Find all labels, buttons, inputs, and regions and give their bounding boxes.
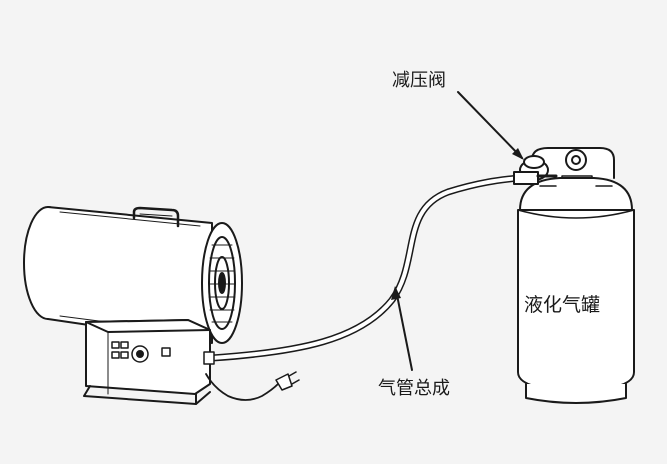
leader-lines: [395, 91, 523, 371]
gas-tank: [517, 147, 635, 404]
tank-label: 液化气罐: [524, 294, 601, 316]
hose-arrow: [391, 286, 401, 300]
valve-arrow: [512, 148, 524, 160]
plug-icon: [275, 373, 293, 391]
gas-hose: [203, 174, 522, 365]
pressure-regulator: [513, 155, 558, 185]
heater: [23, 206, 243, 344]
control-box: [83, 319, 211, 405]
power-cord: [205, 373, 279, 401]
hose-label: 气管总成: [378, 378, 450, 399]
valve-label: 减压阀: [392, 70, 446, 91]
